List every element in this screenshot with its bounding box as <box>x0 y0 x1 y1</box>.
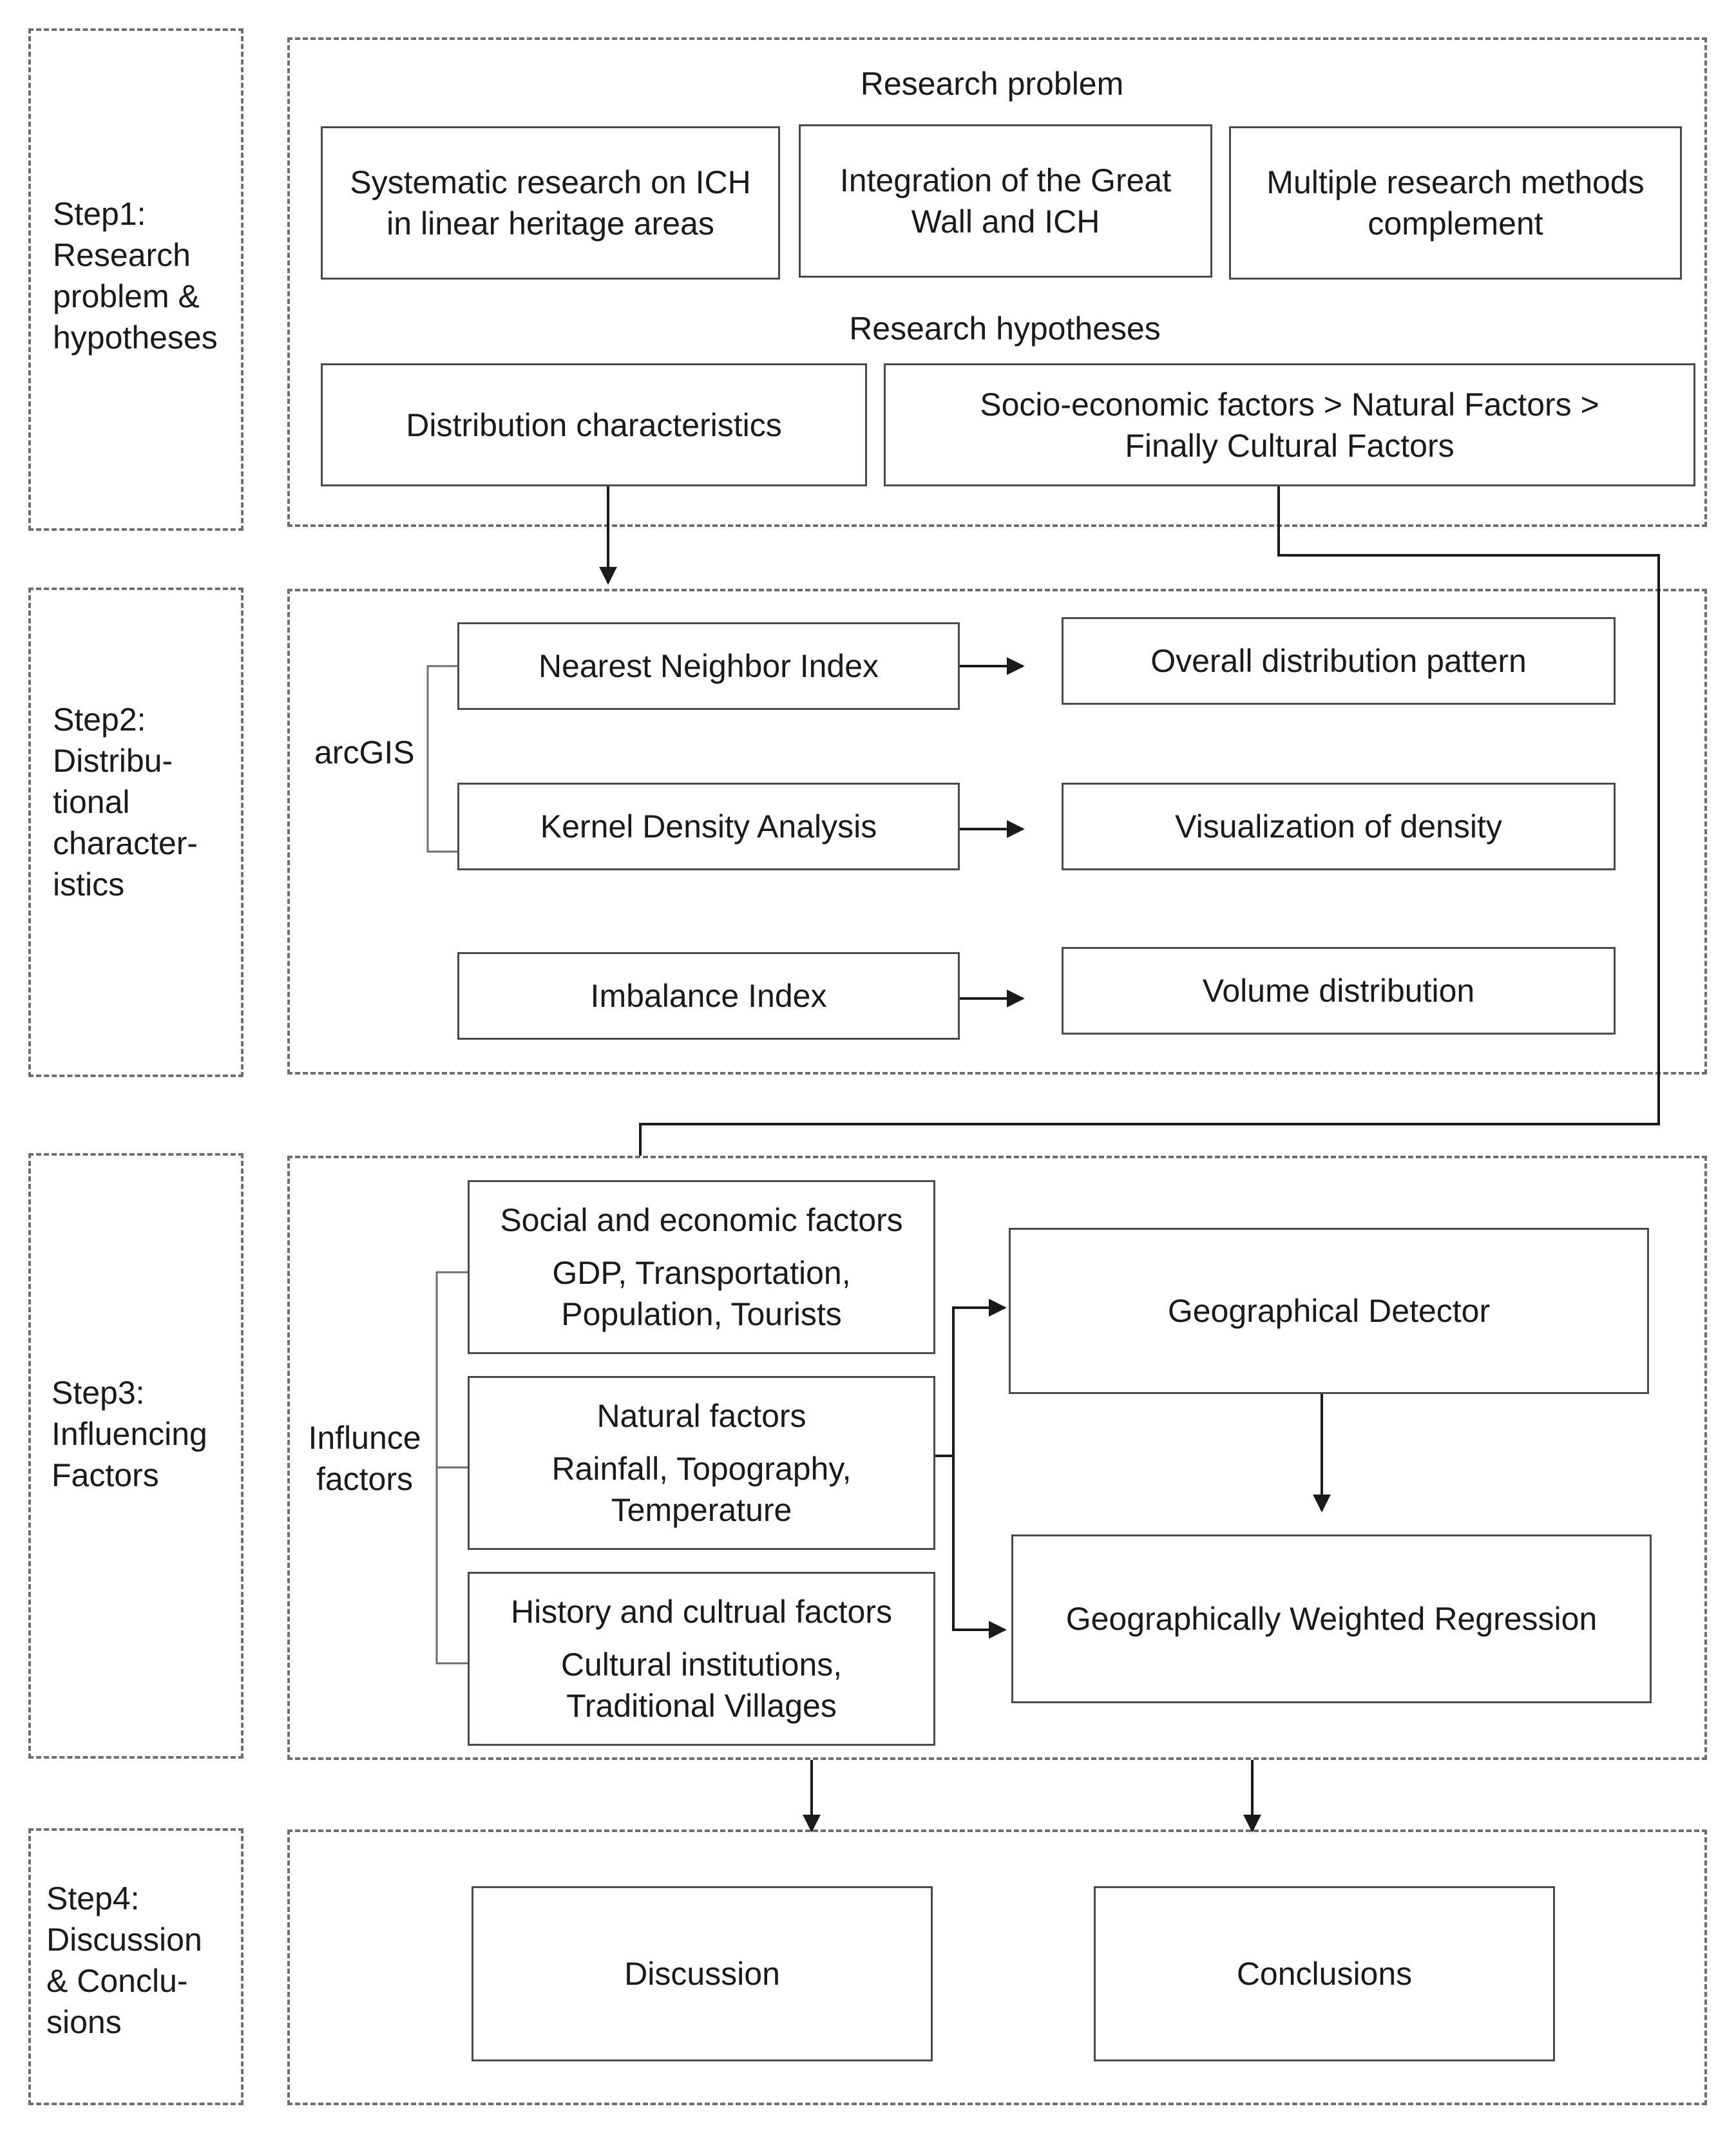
result-density-visualization: Visualization of density <box>1062 783 1616 870</box>
method-nearest-neighbor: Nearest Neighbor Index <box>457 622 960 710</box>
step2-label: Step2: Distribu- tional character- istic… <box>53 702 198 903</box>
factor-natural-title: Natural factors <box>596 1398 806 1434</box>
step4-label-frame <box>28 1828 243 2105</box>
influence-factors-label: Influnce factors <box>308 1420 421 1497</box>
arcgis-label: arcGIS <box>314 734 415 770</box>
problem-box-3: Multiple research methods complement <box>1229 126 1682 280</box>
gwr-box: Geographically Weighted Regression <box>1011 1534 1652 1703</box>
result-overall-pattern: Overall distribution pattern <box>1062 617 1616 705</box>
step3-label-frame <box>28 1153 243 1759</box>
research-hypotheses-heading: Research hypotheses <box>849 310 1161 347</box>
factor-history-culture-detail: Cultural institutions, Traditional Villa… <box>560 1647 843 1724</box>
result-volume-distribution: Volume distribution <box>1062 947 1616 1035</box>
factor-socioeconomic-detail: GDP, Transportation, Population, Tourist… <box>552 1255 851 1332</box>
method-imbalance-index: Imbalance Index <box>457 952 960 1040</box>
factor-natural-detail: Rainfall, Topography, Temperature <box>551 1451 852 1528</box>
factor-history-culture: History and cultrual factors Cultural in… <box>468 1572 935 1746</box>
geographical-detector-box: Geographical Detector <box>1009 1228 1649 1394</box>
step4-label: Step4: Discussion & Conclu- sions <box>46 1880 202 2040</box>
hypothesis-box-2: Socio-economic factors > Natural Factors… <box>884 363 1695 486</box>
step3-section <box>287 1156 1707 1760</box>
step4-section <box>287 1830 1707 2105</box>
factor-history-culture-title: History and cultrual factors <box>511 1594 892 1630</box>
factor-socioeconomic: Social and economic factors GDP, Transpo… <box>468 1180 935 1354</box>
discussion-box: Discussion <box>472 1886 933 2061</box>
factor-socioeconomic-title: Social and economic factors <box>500 1202 903 1238</box>
step2-label-frame <box>28 588 243 1077</box>
method-kernel-density: Kernel Density Analysis <box>457 783 960 870</box>
factor-natural: Natural factors Rainfall, Topography, Te… <box>468 1376 935 1550</box>
hypothesis-box-1: Distribution characteristics <box>321 363 867 486</box>
step1-label-frame <box>28 28 243 531</box>
problem-box-1: Systematic research on ICH in linear her… <box>321 126 780 280</box>
step1-label: Step1: Research problem & hypotheses <box>53 196 218 356</box>
research-problem-heading: Research problem <box>860 66 1124 102</box>
conclusions-box: Conclusions <box>1094 1886 1555 2061</box>
step3-label: Step3: Influencing Factors <box>52 1375 207 1493</box>
problem-box-2: Integration of the Great Wall and ICH <box>799 124 1212 278</box>
